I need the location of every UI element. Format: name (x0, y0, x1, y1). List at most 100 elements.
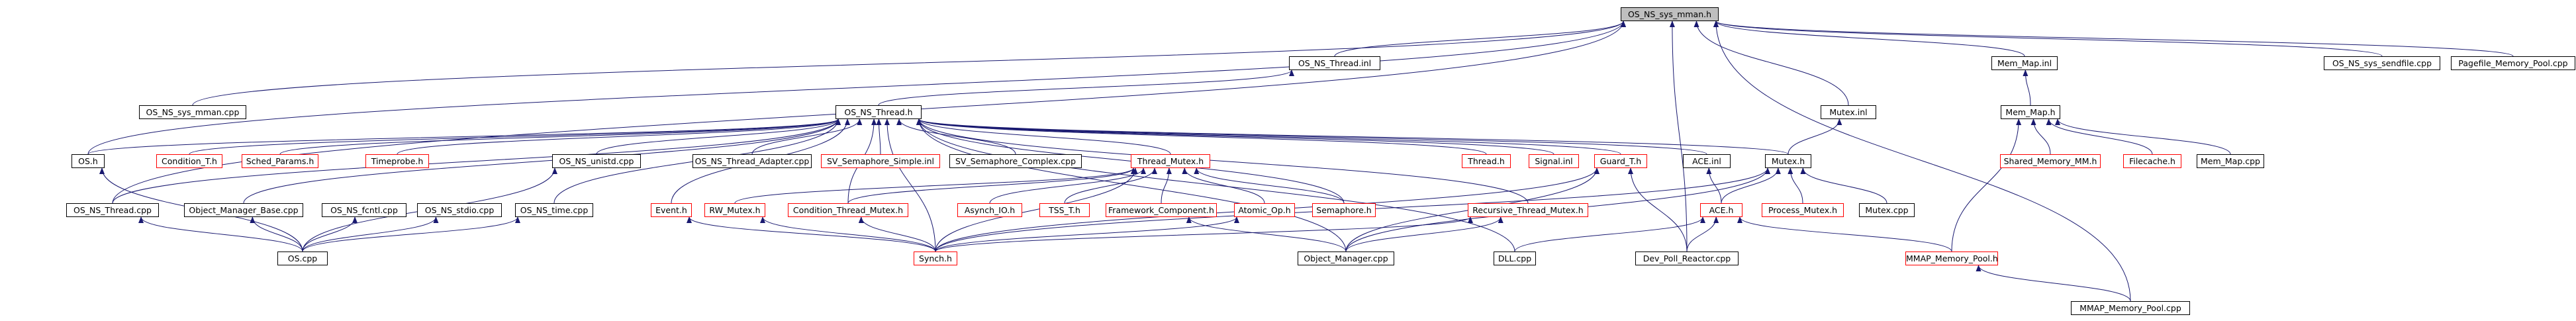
edge-synchh-to-rwmutex (760, 216, 936, 252)
edge-memmapcpp-to-memmaph (2055, 118, 2231, 155)
node-unistd[interactable]: OS_NS_unistd.cpp (552, 154, 641, 168)
edge-semaphoreh-to-threadmutex (1194, 167, 1345, 204)
node-root[interactable]: OS_NS_sys_mman.h (1621, 7, 1719, 21)
node-sendfile[interactable]: OS_NS_sys_sendfile.cpp (2324, 56, 2440, 70)
node-label: SV_Semaphore_Complex.cpp (955, 156, 1076, 166)
node-mmappoolcpp[interactable]: MMAP_Memory_Pool.cpp (2071, 301, 2190, 315)
node-timeprobe[interactable]: Timeprobe.h (365, 154, 429, 168)
node-label: OS_NS_sys_sendfile.cpp (2332, 58, 2432, 68)
node-osnsthreadcpp[interactable]: OS_NS_Thread.cpp (66, 203, 159, 217)
edge-mutexcpp-to-mutexh (1800, 167, 1887, 204)
node-schedparams[interactable]: Sched_Params.h (242, 154, 318, 168)
node-oscpp[interactable]: OS.cpp (277, 252, 328, 265)
node-objmgrcpp[interactable]: Object_Manager.cpp (1298, 252, 1394, 265)
node-label: ACE.inl (1692, 156, 1721, 166)
node-objmgrbase[interactable]: Object_Manager_Base.cpp (184, 203, 303, 217)
node-memmapcpp[interactable]: Mem_Map.cpp (2197, 154, 2264, 168)
node-asynchio[interactable]: Asynch_IO.h (957, 203, 1022, 217)
node-guardt[interactable]: Guard_T.h (1594, 154, 1647, 168)
node-mmancpp[interactable]: OS_NS_sys_mman.cpp (139, 105, 246, 119)
edge-threadadapter-to-osnsthreadh (751, 118, 863, 155)
node-semsimple[interactable]: SV_Semaphore_Simple.inl (821, 154, 940, 168)
node-label: Framework_Component.h (1108, 205, 1214, 215)
edge-aceh-to-aceinl (1706, 167, 1722, 204)
edge-oscpp-to-fcntl (302, 216, 358, 252)
node-processmutex[interactable]: Process_Mutex.h (1762, 203, 1844, 217)
edge-semcomplex-to-osnsthreadh (896, 118, 1016, 155)
edge-timeprobe-to-osnsthreadh (397, 118, 841, 155)
node-label: Condition_T.h (162, 156, 217, 166)
node-filecache[interactable]: Filecache.h (2123, 154, 2181, 168)
node-aceh[interactable]: ACE.h (1700, 203, 1742, 217)
edge-pagefile-to-root (1713, 21, 2514, 57)
edge-dllcpp-to-osnsthreadh (916, 118, 1515, 252)
node-label: OS_NS_Thread.h (844, 107, 913, 117)
edge-mmappool-to-aceh (1737, 216, 1952, 252)
node-tsst[interactable]: TSS_T.h (1039, 203, 1090, 217)
node-synchh[interactable]: Synch.h (914, 252, 957, 265)
edge-atomicop-to-threadmutex (1182, 167, 1265, 204)
edge-memmapinl-to-root (1713, 21, 2025, 57)
node-semaphoreh[interactable]: Semaphore.h (1312, 203, 1376, 217)
node-dllcpp[interactable]: DLL.cpp (1494, 252, 1536, 265)
node-fcntl[interactable]: OS_NS_fcntl.cpp (322, 203, 406, 217)
edge-sharedmm-to-memmaph (2030, 118, 2051, 155)
node-threadadapter[interactable]: OS_NS_Thread_Adapter.cpp (692, 154, 812, 168)
node-pagefile[interactable]: Pagefile_Memory_Pool.cpp (2451, 56, 2575, 70)
edge-devpoll-to-aceh (1686, 216, 1719, 252)
node-semcomplex[interactable]: SV_Semaphore_Complex.cpp (949, 154, 1082, 168)
node-label: Filecache.h (2129, 156, 2175, 166)
edge-osnsthreadh-to-osnsthreadinl (878, 69, 1294, 106)
node-framework[interactable]: Framework_Component.h (1106, 203, 1217, 217)
node-label: Dev_Poll_Reactor.cpp (1643, 253, 1731, 263)
node-label: OS_NS_Thread.inl (1298, 58, 1372, 68)
edge-sendfile-to-root (1713, 21, 2383, 57)
node-recmutex[interactable]: Recursive_Thread_Mutex.h (1468, 203, 1588, 217)
node-signalinl[interactable]: Signal.inl (1529, 154, 1579, 168)
edge-filecache-to-memmaph (2046, 118, 2153, 155)
node-label: Condition_Thread_Mutex.h (792, 205, 904, 215)
edge-aceh-to-mutexh (1721, 167, 1781, 204)
edge-processmutex-to-mutexh (1788, 167, 1803, 204)
edge-synchh-to-eventh (687, 216, 936, 252)
node-stdio[interactable]: OS_NS_stdio.cpp (417, 203, 502, 217)
node-mutexh[interactable]: Mutex.h (1765, 154, 1811, 168)
node-label: Mutex.h (1771, 156, 1805, 166)
node-timecpp[interactable]: OS_NS_time.cpp (515, 203, 593, 217)
node-label: OS.cpp (287, 253, 318, 263)
node-threadh[interactable]: Thread.h (1462, 154, 1511, 168)
node-label: Pagefile_Memory_Pool.cpp (2458, 58, 2568, 68)
node-label: OS.h (78, 156, 98, 166)
node-label: Object_Manager.cpp (1304, 253, 1388, 263)
node-condthreadmutex[interactable]: Condition_Thread_Mutex.h (788, 203, 908, 217)
node-conditiont[interactable]: Condition_T.h (156, 154, 222, 168)
node-memmapinl[interactable]: Mem_Map.inl (1991, 56, 2058, 70)
edge-recmutex-to-osnsthreadh (916, 118, 1529, 204)
node-label: Thread.h (1468, 156, 1505, 166)
node-sharedmm[interactable]: Shared_Memory_MM.h (2000, 154, 2101, 168)
node-mmappool[interactable]: MMAP_Memory_Pool.h (1905, 252, 1998, 265)
node-memmaph[interactable]: Mem_Map.h (2001, 105, 2060, 119)
node-osnsthreadh[interactable]: OS_NS_Thread.h (835, 105, 922, 119)
node-eventh[interactable]: Event.h (651, 203, 692, 217)
node-aceinl[interactable]: ACE.inl (1683, 154, 1731, 168)
edge-osh-to-root (87, 21, 1626, 155)
node-devpoll[interactable]: Dev_Poll_Reactor.cpp (1635, 252, 1739, 265)
edge-osnsthreadinl-to-root (1334, 21, 1626, 57)
node-label: Mem_Map.inl (1997, 58, 2052, 68)
node-osh[interactable]: OS.h (72, 154, 105, 168)
edge-schedparams-to-osnsthreadh (279, 118, 841, 155)
node-mutexinl[interactable]: Mutex.inl (1821, 105, 1876, 119)
edge-memmaph-to-memmapinl (2023, 69, 2031, 106)
node-label: Mutex.inl (1829, 107, 1868, 117)
node-threadmutex[interactable]: Thread_Mutex.h (1131, 154, 1210, 168)
edge-objmgrcpp-to-recmutex (1345, 216, 1503, 252)
node-osnsthreadinl[interactable]: OS_NS_Thread.inl (1289, 56, 1380, 70)
node-label: Timeprobe.h (371, 156, 424, 166)
node-atomicop[interactable]: Atomic_Op.h (1234, 203, 1295, 217)
node-label: OS_NS_sys_mman.h (1627, 9, 1712, 19)
edge-mmancpp-to-root (192, 21, 1626, 106)
node-mutexcpp[interactable]: Mutex.cpp (1859, 203, 1915, 217)
node-rwmutex[interactable]: RW_Mutex.h (704, 203, 765, 217)
